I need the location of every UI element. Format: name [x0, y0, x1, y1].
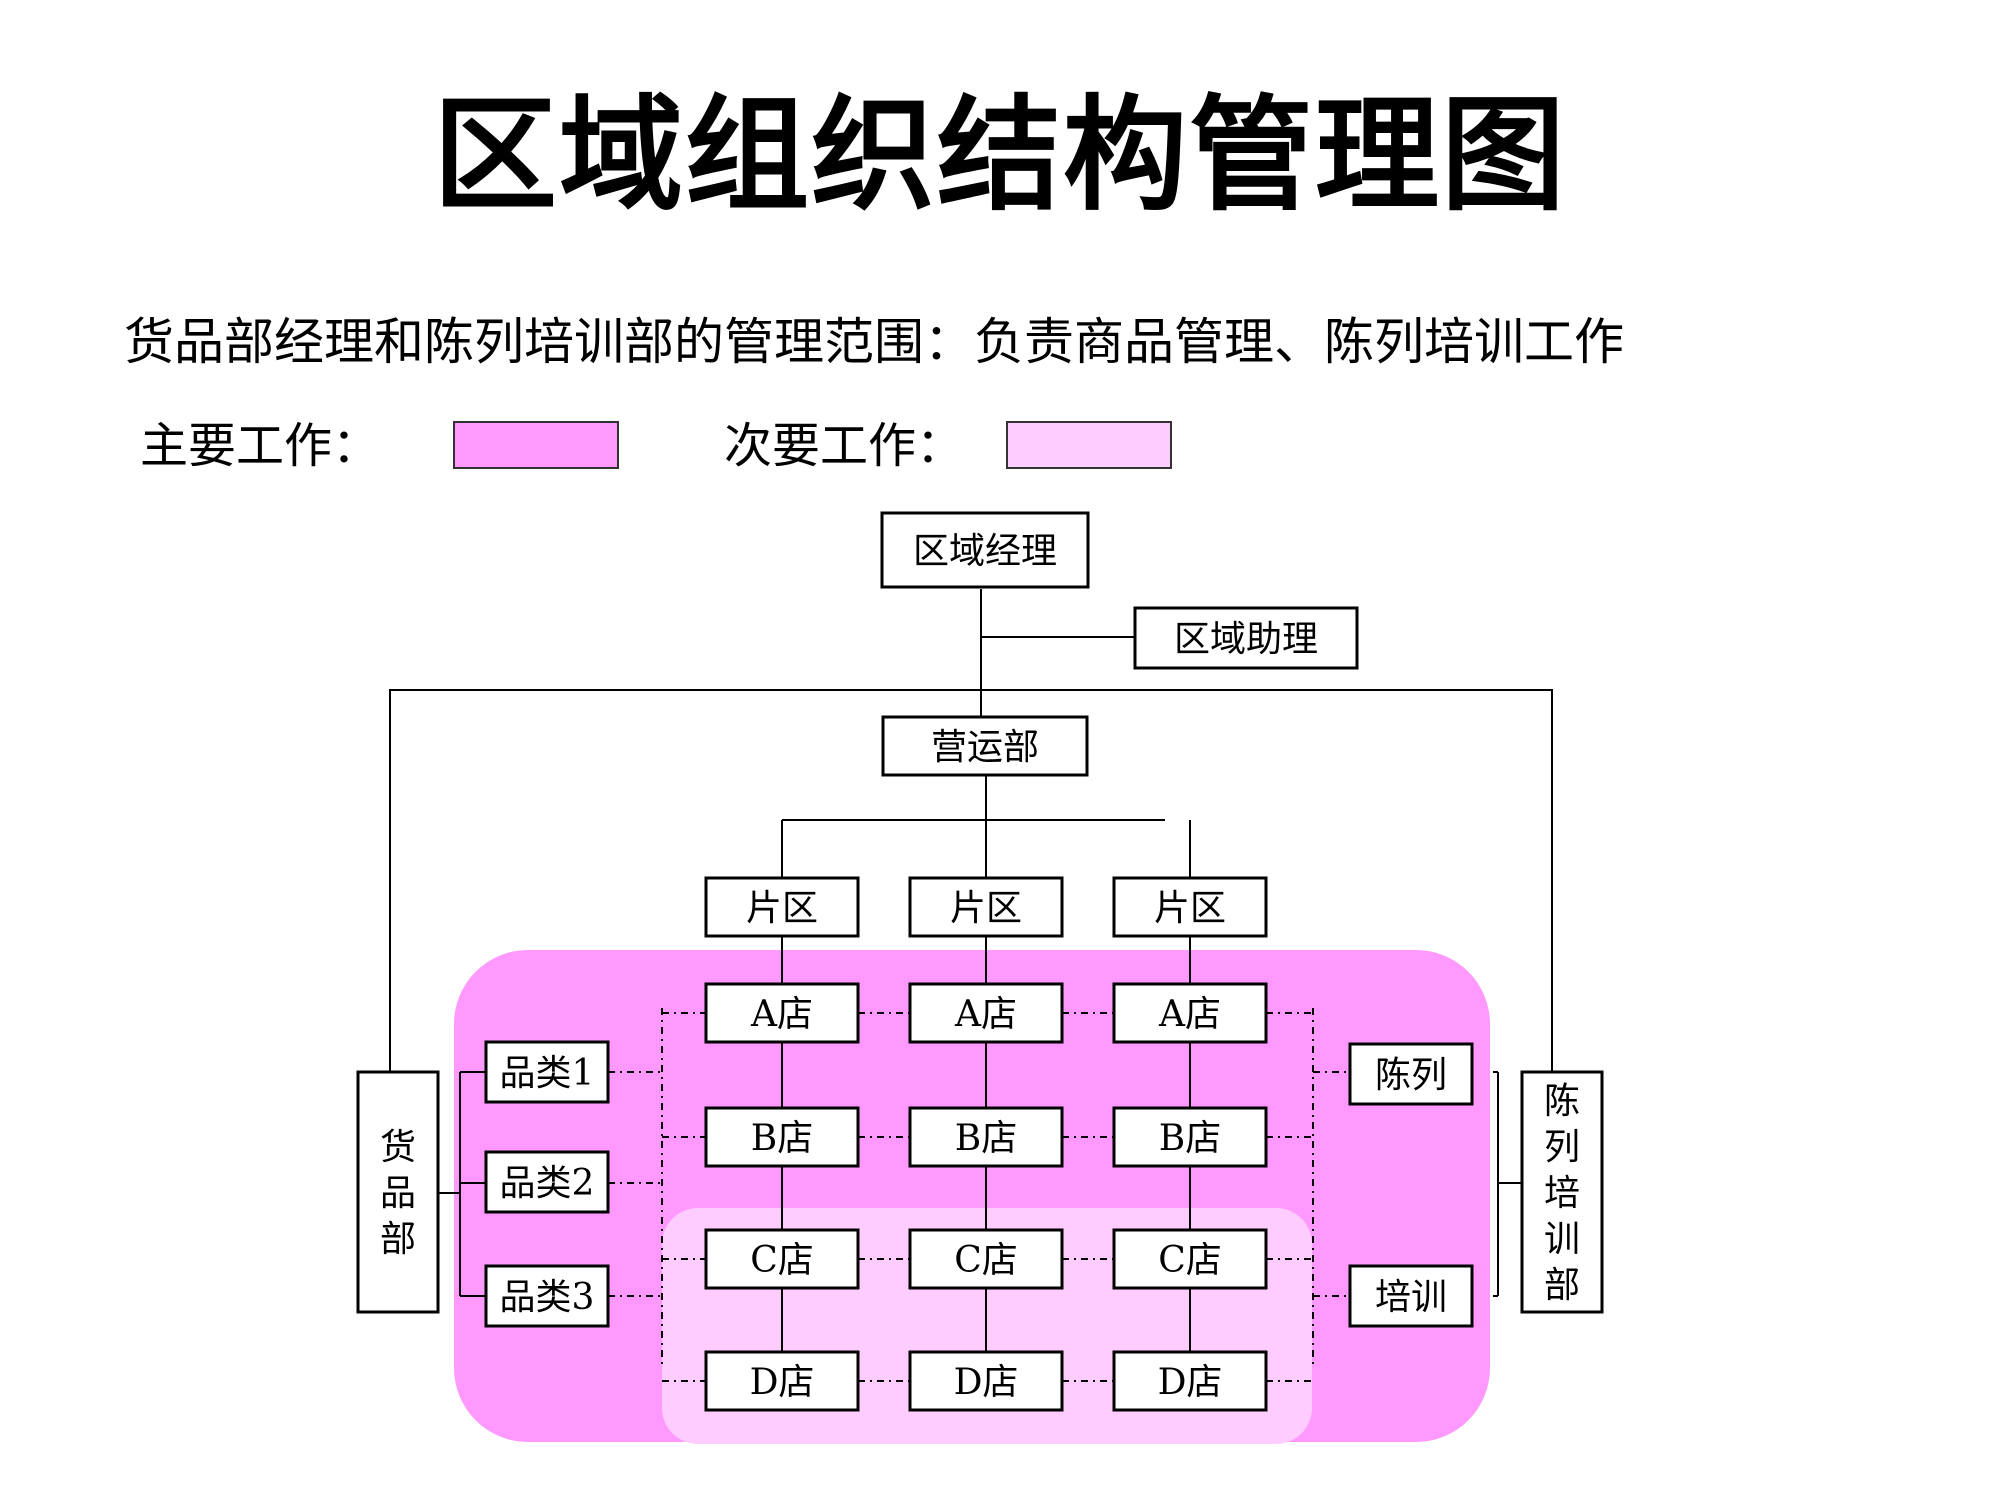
- store-box-D店-label: D店: [1158, 1362, 1223, 1403]
- store-box-A店: [1112, 982, 1268, 1044]
- district-box-2-label: 片区: [950, 888, 1022, 929]
- merchandise-dept-box-char: 品: [380, 1173, 416, 1214]
- category-box-1: [484, 1040, 610, 1104]
- store-box-B店: [908, 1106, 1064, 1168]
- training-box: [1348, 1264, 1474, 1328]
- store-box-C店: [704, 1228, 860, 1290]
- store-box-A店-label: A店: [954, 994, 1017, 1035]
- page-title: 区域组织结构管理图: [432, 84, 1567, 228]
- store-box-A店-label: A店: [750, 994, 813, 1035]
- display-training-dept-box-char: 列: [1544, 1127, 1580, 1168]
- category-box-3-label: 品类3: [500, 1277, 595, 1318]
- district-box-3: [1112, 876, 1268, 938]
- store-box-C店-label: C店: [954, 1240, 1018, 1281]
- operations-dept-box: [881, 715, 1089, 777]
- store-box-B店-label: B店: [955, 1118, 1017, 1159]
- category-box-2-label: 品类2: [500, 1163, 595, 1204]
- category-box-2: [484, 1150, 610, 1214]
- scope-description: 货品部经理和陈列培训部的管理范围：负责商品管理、陈列培训工作: [124, 313, 1624, 371]
- store-box-A店: [908, 982, 1064, 1044]
- district-box-3-label: 片区: [1154, 888, 1226, 929]
- merchandise-dept-box-char: 部: [380, 1219, 416, 1260]
- display-training-dept-box-char: 部: [1544, 1265, 1580, 1306]
- legend-primary-swatch: [453, 421, 619, 469]
- store-box-B店: [704, 1106, 860, 1168]
- store-box-C店-label: C店: [1158, 1240, 1222, 1281]
- store-box-B店-label: B店: [751, 1118, 813, 1159]
- legend-primary-label: 主要工作：: [140, 418, 381, 474]
- store-box-D店-label: D店: [750, 1362, 815, 1403]
- store-box-B店: [1112, 1106, 1268, 1168]
- merchandise-dept-box-char: 货: [380, 1127, 416, 1168]
- training-box-label: 培训: [1375, 1277, 1447, 1318]
- store-box-C店: [1112, 1228, 1268, 1290]
- operations-dept-box-label: 营运部: [931, 727, 1039, 768]
- display-box: [1348, 1042, 1474, 1106]
- regional-manager-box: [880, 511, 1090, 589]
- regional-assistant-box-label: 区域助理: [1174, 619, 1318, 660]
- display-training-dept-box-char: 训: [1544, 1219, 1580, 1260]
- regional-manager-box-label: 区域经理: [913, 531, 1057, 572]
- legend-secondary-label: 次要工作：: [724, 418, 965, 474]
- store-box-A店: [704, 982, 860, 1044]
- store-box-D店: [704, 1350, 860, 1412]
- district-box-2: [908, 876, 1064, 938]
- legend-secondary-swatch: [1006, 421, 1172, 469]
- category-box-3: [484, 1264, 610, 1328]
- store-box-D店-label: D店: [954, 1362, 1019, 1403]
- display-training-dept-box-char: 培: [1544, 1173, 1580, 1214]
- regional-assistant-box: [1133, 606, 1359, 670]
- store-box-B店-label: B店: [1159, 1118, 1221, 1159]
- display-box-label: 陈列: [1375, 1055, 1447, 1096]
- category-box-1-label: 品类1: [500, 1053, 595, 1094]
- top-branch-line: [389, 689, 1553, 1072]
- merchandise-dept-box: [356, 1070, 440, 1314]
- store-box-C店-label: C店: [750, 1240, 814, 1281]
- display-training-dept-box: [1520, 1070, 1604, 1314]
- store-box-D店: [1112, 1350, 1268, 1412]
- district-box-1-label: 片区: [746, 888, 818, 929]
- store-box-C店: [908, 1228, 1064, 1290]
- district-box-1: [704, 876, 860, 938]
- display-training-dept-box-char: 陈: [1544, 1081, 1580, 1122]
- store-box-A店-label: A店: [1158, 994, 1221, 1035]
- store-box-D店: [908, 1350, 1064, 1412]
